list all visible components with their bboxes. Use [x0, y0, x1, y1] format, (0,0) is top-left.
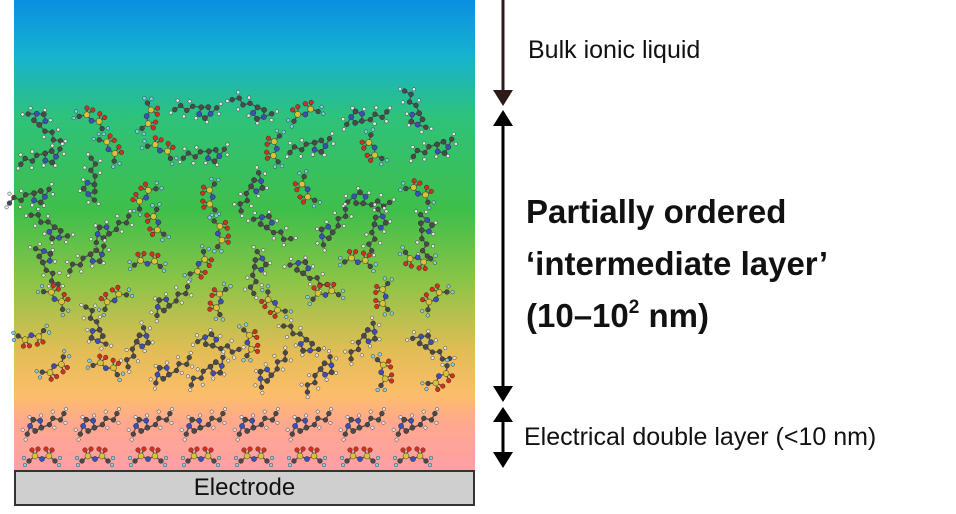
bulk-arrow — [493, 0, 513, 106]
anion-molecule — [135, 96, 161, 136]
cation-molecule — [341, 105, 392, 132]
anion-molecule — [200, 177, 221, 218]
cation-molecule — [24, 207, 75, 245]
electrode: Electrode — [14, 470, 475, 506]
anion-molecule — [207, 213, 231, 254]
anion-molecule — [237, 322, 261, 363]
cation-molecule — [285, 407, 333, 442]
cation-molecule — [285, 131, 336, 159]
anion-molecule — [420, 358, 455, 392]
anion-molecule — [370, 352, 395, 392]
cation-molecule — [341, 186, 396, 214]
cation-molecule — [243, 245, 272, 300]
anion-molecule — [259, 284, 293, 319]
anion-molecule — [264, 128, 286, 169]
anion-molecule — [393, 446, 434, 467]
cation-molecule — [315, 202, 354, 253]
cation-molecule — [73, 407, 121, 442]
anion-molecule — [286, 99, 326, 129]
cation-molecule — [28, 241, 65, 289]
cation-molecule — [253, 345, 293, 395]
anion-molecule — [373, 276, 394, 317]
cation-molecule — [168, 98, 223, 124]
cation-molecule — [149, 279, 194, 324]
cation-molecule — [191, 328, 246, 360]
intermediate-line-2: ‘intermediate layer’ — [526, 245, 829, 282]
anion-molecule — [420, 283, 455, 318]
intermediate-line-1: Partially ordered — [526, 193, 787, 230]
anion-molecule — [305, 281, 346, 306]
anion-molecule — [127, 251, 168, 273]
intermediate-exponent: 2 — [628, 297, 640, 318]
cation-molecule — [391, 407, 439, 442]
cation-molecule — [408, 132, 458, 163]
anion-molecule — [338, 249, 378, 274]
double-layer-arrow — [493, 407, 513, 468]
cation-molecule — [276, 318, 327, 358]
cation-molecule — [405, 329, 457, 367]
anion-molecule — [22, 446, 63, 467]
intermediate-line-3: (10–102 nm) — [526, 290, 828, 348]
anion-molecule — [287, 446, 328, 467]
intermediate-layer-label: Partially ordered ‘intermediate layer’ (… — [526, 186, 828, 348]
anion-molecule — [91, 132, 124, 169]
anion-molecule — [234, 446, 275, 467]
cation-molecule — [414, 209, 438, 262]
cation-molecule — [398, 87, 434, 134]
anion-molecule — [35, 283, 71, 318]
intermediate-range-text: (10–10 — [526, 297, 629, 334]
cation-molecule — [179, 407, 227, 442]
cation-molecule — [343, 315, 382, 366]
anion-molecule — [140, 135, 179, 166]
cation-molecule — [65, 238, 111, 278]
cation-molecule — [77, 152, 103, 206]
anion-molecule — [292, 169, 323, 209]
cation-molecule — [20, 106, 68, 148]
anion-molecule — [207, 281, 233, 322]
cation-molecule — [126, 407, 174, 442]
cation-molecule — [246, 209, 298, 248]
cation-molecule — [185, 349, 231, 392]
anion-molecule — [144, 202, 171, 242]
cation-molecule — [225, 90, 279, 126]
anion-molecule — [340, 446, 381, 467]
cation-molecule — [148, 350, 195, 391]
anion-molecule — [71, 105, 110, 137]
cation-molecule — [178, 142, 230, 167]
anion-molecule — [97, 284, 135, 317]
cation-molecule — [299, 349, 339, 399]
anion-molecule — [11, 323, 52, 349]
anion-molecule — [182, 244, 214, 282]
anion-molecule — [181, 446, 222, 467]
cation-molecule — [232, 407, 280, 442]
anion-molecule — [359, 127, 390, 167]
cation-molecule — [361, 202, 392, 258]
anion-molecule — [34, 349, 72, 382]
anion-molecule — [75, 446, 116, 467]
cation-molecule — [119, 320, 155, 374]
anion-molecule — [85, 353, 126, 382]
ionic-liquid-gradient-panel — [14, 0, 475, 470]
cation-molecule — [4, 182, 55, 210]
cation-molecule — [20, 407, 68, 442]
anion-molecule — [398, 178, 436, 210]
double-layer-label: Electrical double layer (<10 nm) — [524, 423, 877, 451]
cation-molecule — [338, 407, 386, 442]
anion-molecule — [397, 245, 438, 272]
intermediate-layer-arrow — [493, 110, 513, 402]
anion-molecule — [130, 181, 164, 217]
cation-molecule — [79, 302, 114, 351]
electrode-label: Electrode — [193, 474, 296, 501]
cation-molecule — [232, 165, 269, 218]
bulk-label: Bulk ionic liquid — [528, 36, 701, 64]
intermediate-unit-text: nm) — [639, 297, 710, 334]
anion-molecule — [128, 446, 169, 467]
cation-molecule — [16, 141, 66, 171]
